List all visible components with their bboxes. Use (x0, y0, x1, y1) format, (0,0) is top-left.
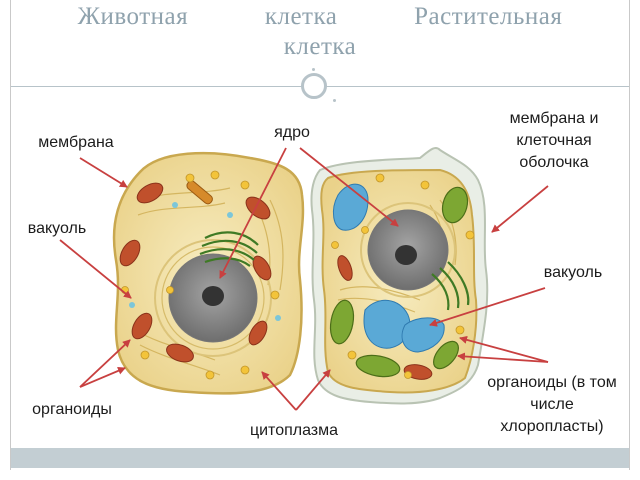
pointer-arrows (59, 147, 549, 411)
plant-golgi (431, 261, 470, 311)
animal-lysosome (186, 180, 213, 205)
arrow-nucleus-plant (299, 147, 399, 227)
plant-chloroplasts (329, 186, 469, 378)
ornament-dot-top (312, 68, 315, 71)
plant-cell (310, 147, 489, 405)
arrow-organoids-1 (79, 339, 131, 388)
arrow-membrane (79, 157, 128, 188)
label-organoids-right: органоиды (в том числе хлоропласты) (487, 374, 617, 435)
plant-nuclear-envelope (360, 202, 456, 298)
animal-cell (112, 151, 305, 395)
arrow-chloroplast-2 (457, 352, 549, 363)
footer-bar (11, 448, 629, 468)
arrow-cytoplasm-animal (261, 371, 297, 411)
label-membrane: мембрана (38, 134, 114, 151)
animal-vesicles (121, 170, 280, 380)
label-vacuole-right: вакуоль (543, 264, 603, 281)
animal-nuclear-envelope (154, 239, 272, 357)
arrow-vacuole-animal (59, 239, 132, 299)
arrow-membrane-wall (491, 185, 549, 233)
plant-vesicles (331, 173, 475, 379)
arrow-organoids-2 (79, 367, 126, 388)
label-cytoplasm: цитоплазма (249, 422, 339, 439)
animal-small-vacuoles (129, 202, 281, 321)
arrow-vacuole-plant (429, 287, 546, 327)
ring-icon (301, 73, 327, 99)
ornament-dot-bottom (333, 99, 336, 102)
label-vacuole-left: вакуоль (27, 220, 87, 237)
slide-title: Животная клетка Растительная клетка (77, 3, 563, 60)
arrow-nucleus-animal (219, 147, 287, 279)
label-membrane-wall: мембрана и клеточная оболочка (509, 110, 599, 171)
title-band (11, 0, 629, 86)
slide-frame (10, 0, 630, 470)
label-nucleus: ядро (274, 124, 310, 141)
arrow-cytoplasm-plant (295, 369, 331, 411)
animal-nucleolus (202, 286, 224, 306)
label-organoids-left: органоиды (32, 401, 112, 418)
arrow-chloroplast-1 (459, 335, 549, 363)
plant-nucleolus (395, 245, 417, 265)
